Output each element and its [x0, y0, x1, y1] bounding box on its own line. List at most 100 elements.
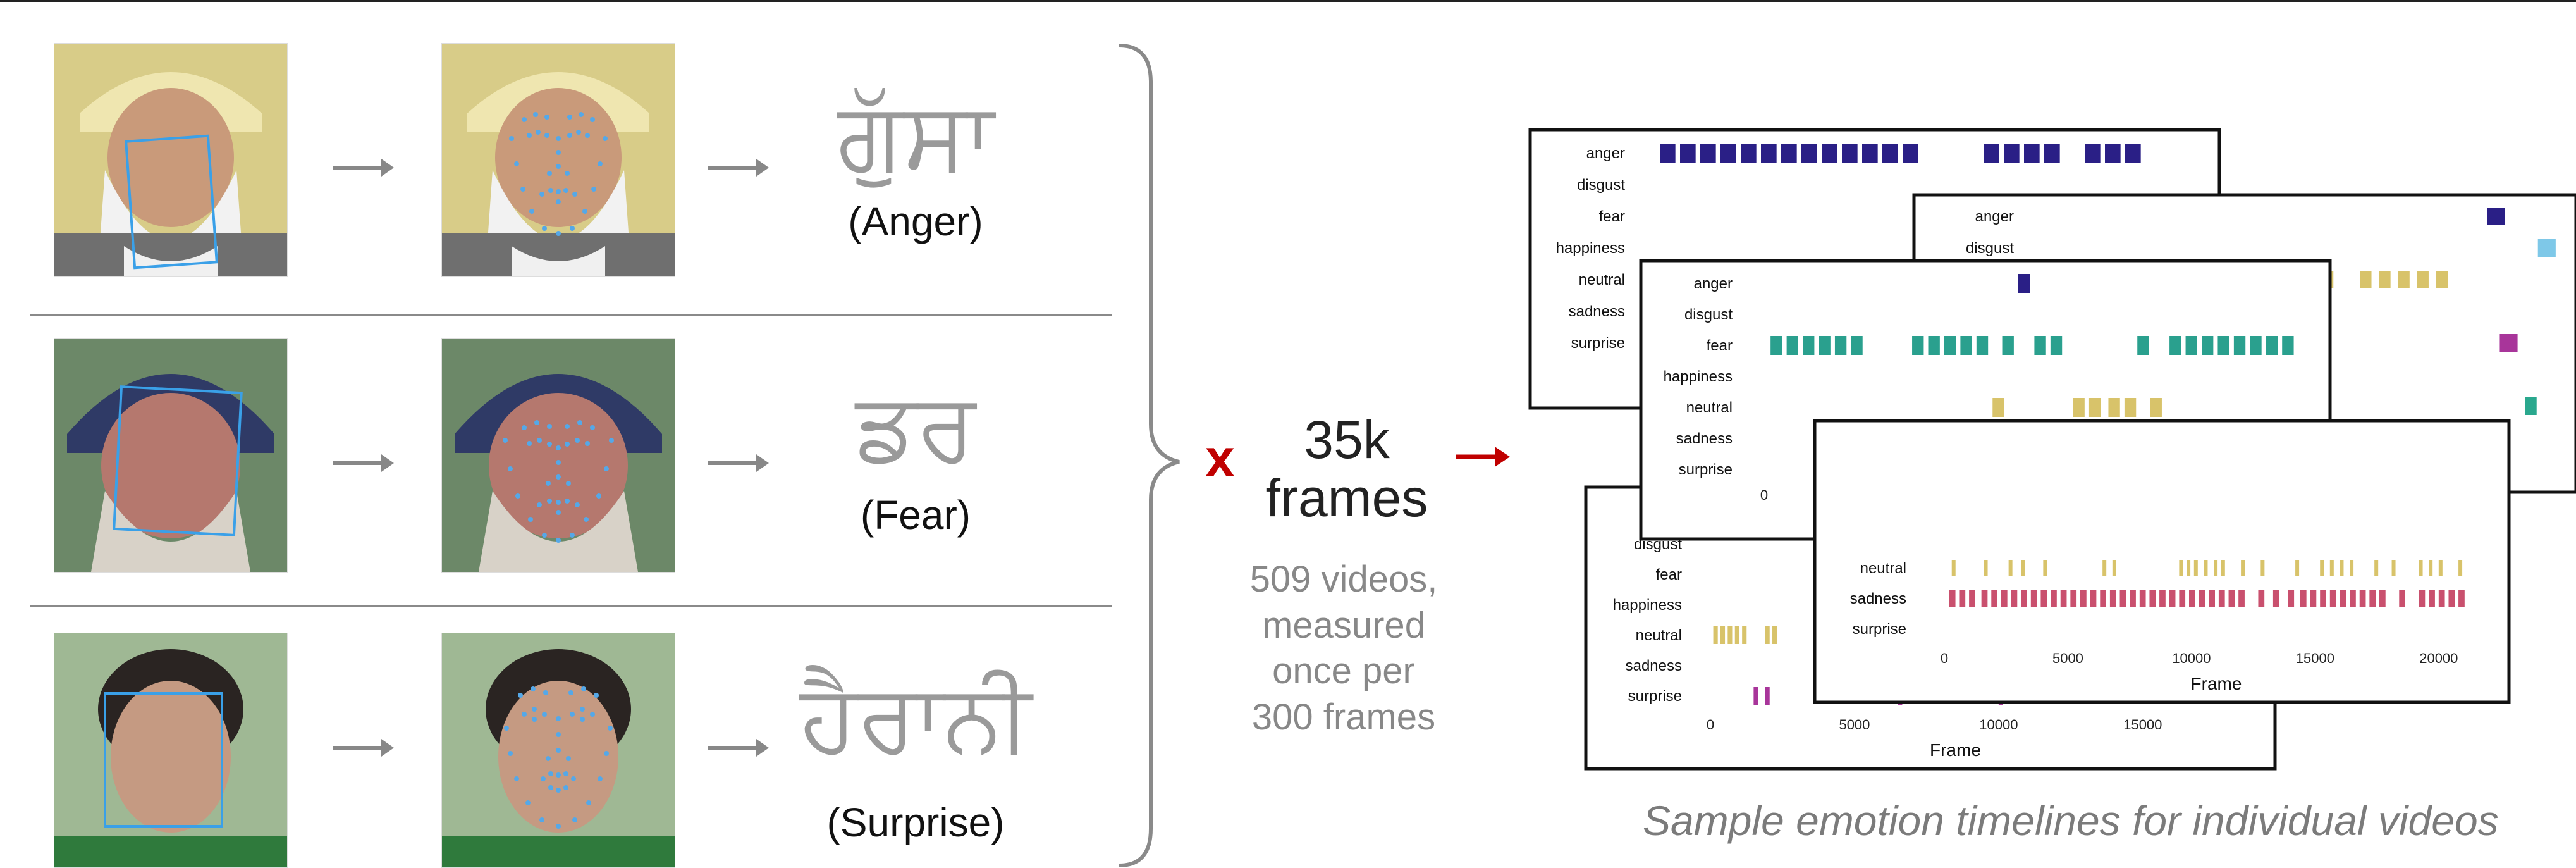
- timeline-segment: [1660, 144, 1676, 163]
- arrow-icon: [708, 159, 769, 177]
- timeline-segment: [1734, 626, 1739, 644]
- stat-unit: frames: [1265, 468, 1428, 528]
- timeline-segment: [2310, 590, 2317, 607]
- timeline-segment: [2169, 336, 2181, 355]
- emotion-punjabi-label: ਡਰ: [855, 372, 976, 482]
- timeline-segment: [2021, 560, 2025, 576]
- timeline-segment: [2080, 590, 2087, 607]
- timeline-segment: [1753, 687, 1758, 705]
- timeline-frame: [1813, 419, 2511, 704]
- category-label: fear: [1656, 566, 1682, 583]
- timeline-segment: [2391, 560, 2396, 576]
- timeline-segment: [1772, 626, 1777, 644]
- timeline-segment: [2398, 271, 2410, 288]
- category-label: sadness: [1850, 590, 1906, 607]
- timeline-segment: [2169, 590, 2176, 607]
- timeline-segment: [2002, 336, 2014, 355]
- timeline-segment: [1680, 144, 1696, 163]
- timeline-segment: [2241, 560, 2245, 576]
- category-label: anger: [1975, 208, 2014, 225]
- timeline-segment: [1851, 336, 1863, 355]
- category-label: neutral: [1686, 399, 1733, 416]
- timeline-segment: [2217, 336, 2229, 355]
- timeline-segment: [1742, 626, 1747, 644]
- timeline-segment: [1959, 590, 1966, 607]
- category-label: anger: [1586, 145, 1625, 162]
- timeline-segment: [2021, 590, 2027, 607]
- timeline-segment: [2369, 590, 2376, 607]
- timeline-segment: [2040, 590, 2047, 607]
- timeline-segment: [1976, 336, 1989, 355]
- timeline-segment: [2272, 590, 2279, 607]
- category-label: disgust: [1966, 240, 2014, 257]
- timeline-segment: [2124, 398, 2137, 417]
- emotion-punjabi-label: ਹੈਰਾਨੀ: [799, 663, 1032, 773]
- timeline-segment: [2108, 398, 2120, 417]
- timeline-segment: [2105, 144, 2121, 163]
- category-label: surprise: [1628, 688, 1682, 705]
- timeline-segment: [1700, 144, 1716, 163]
- timeline-segment: [2073, 398, 2085, 417]
- timeline-segment: [2043, 560, 2047, 576]
- x-tick-label: 20000: [2419, 650, 2458, 666]
- timeline-segment: [1801, 144, 1817, 163]
- x-tick-label: 5000: [1839, 717, 1870, 733]
- timeline-segment: [2109, 590, 2116, 607]
- timeline-segment: [2329, 560, 2334, 576]
- timeline-segment: [2051, 590, 2057, 607]
- timeline-segment: [2266, 336, 2278, 355]
- x-tick-label: 0: [1941, 650, 1948, 666]
- timeline-segment: [2438, 560, 2443, 576]
- timeline-segment: [1781, 144, 1797, 163]
- timeline-segment: [1741, 144, 1757, 163]
- timeline-segment: [1992, 398, 2004, 417]
- timeline-segment: [2218, 590, 2225, 607]
- timeline-segment: [2419, 590, 2426, 607]
- timeline-segment: [2004, 144, 2020, 163]
- timeline-segment: [2374, 560, 2379, 576]
- timeline-segment: [2300, 590, 2307, 607]
- timeline-segment: [1984, 144, 1999, 163]
- x-axis-label: Frame: [2191, 674, 2242, 693]
- arrow-icon: [708, 454, 769, 472]
- timeline-segment: [2189, 590, 2195, 607]
- timeline-segment: [2350, 560, 2354, 576]
- timeline-segment: [2359, 590, 2366, 607]
- emotion-punjabi-label: ਗੁੱਸਾ: [837, 81, 994, 191]
- x-tick-label: 0: [1707, 717, 1714, 733]
- timeline-segment: [2379, 590, 2386, 607]
- timeline-segment: [1984, 560, 1988, 576]
- timeline-segment: [2204, 560, 2208, 576]
- timeline-segment: [2070, 590, 2077, 607]
- timelines-caption: Sample emotion timelines for individual …: [1643, 797, 2499, 844]
- row-divider: [30, 605, 1112, 607]
- face-raw-anger: [54, 43, 288, 277]
- stat-number: 35k: [1304, 410, 1390, 469]
- timeline-segment: [2030, 590, 2037, 607]
- timeline-segment: [2320, 590, 2326, 607]
- timeline-segment: [2320, 560, 2324, 576]
- timeline-segment: [1991, 590, 1997, 607]
- timeline-segment: [2233, 336, 2246, 355]
- timeline-segment: [1944, 336, 1956, 355]
- timeline-segment: [1981, 590, 1988, 607]
- timeline-segment: [2202, 336, 2214, 355]
- category-label: happiness: [1664, 368, 1733, 385]
- timeline-segment: [1761, 144, 1777, 163]
- timeline-segment: [2137, 336, 2149, 355]
- arrow-icon: [333, 454, 394, 472]
- timeline-segment: [1720, 626, 1726, 644]
- timeline-segment: [2130, 590, 2136, 607]
- timeline-segment: [2399, 590, 2405, 607]
- category-label: sadness: [1626, 657, 1682, 674]
- timeline-segment: [2001, 590, 2008, 607]
- timeline-segment: [1882, 144, 1898, 163]
- category-label: neutral: [1579, 271, 1625, 288]
- timeline-segment: [1834, 336, 1847, 355]
- timeline-segment: [2295, 560, 2300, 576]
- timeline-segment: [1765, 626, 1770, 644]
- timeline-segment: [2525, 397, 2537, 415]
- timeline-segment: [1842, 144, 1858, 163]
- timeline-segment: [1903, 144, 1918, 163]
